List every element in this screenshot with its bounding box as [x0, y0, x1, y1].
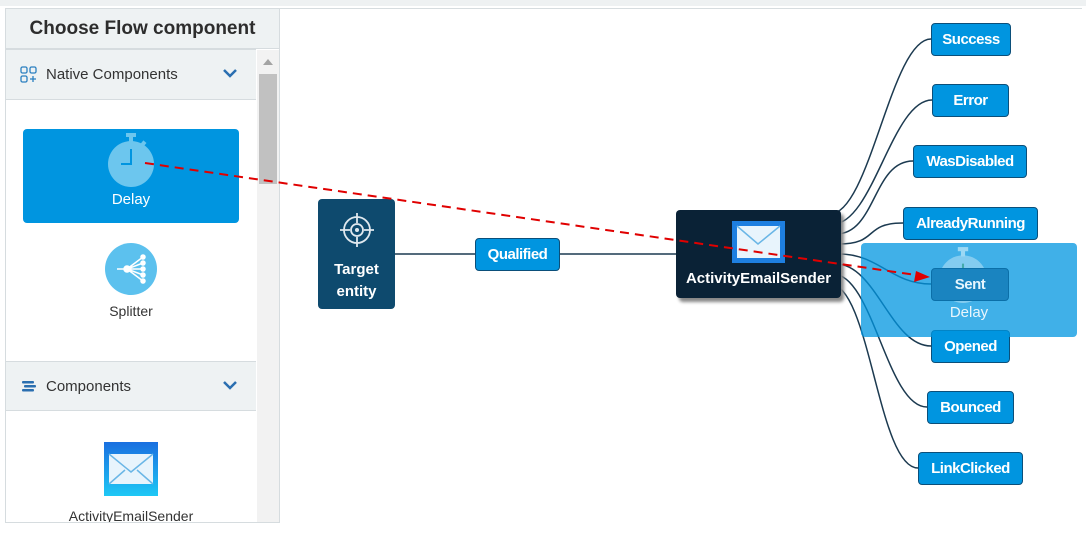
qualified-connector[interactable]: Qualified	[475, 238, 560, 271]
section-label: Native Components	[46, 66, 178, 83]
envelope-icon	[732, 221, 785, 263]
section-components[interactable]: Components	[6, 361, 256, 411]
section-label: Components	[46, 377, 132, 395]
splitter-icon	[105, 243, 157, 295]
target-entity-node[interactable]: Target entity	[318, 199, 395, 309]
sidebar-title: Choose Flow component	[6, 9, 279, 49]
outcome-alreadyrunning[interactable]: AlreadyRunning	[903, 207, 1038, 240]
stack-icon	[22, 381, 36, 392]
envelope-icon	[104, 442, 158, 496]
outcome-connector	[838, 222, 904, 245]
scroll-up-arrow-icon[interactable]	[263, 59, 273, 65]
outcome-connector	[829, 283, 919, 469]
stopwatch-icon	[108, 133, 154, 187]
node-label: Target entity	[334, 261, 379, 300]
chevron-down-icon[interactable]	[222, 66, 238, 80]
scrollbar-thumb[interactable]	[259, 74, 277, 184]
component-label: Delay	[111, 191, 151, 208]
outcome-success[interactable]: Success	[931, 23, 1011, 56]
component-activityemailsender[interactable]: ActivityEmailSender	[23, 434, 239, 523]
flow-canvas[interactable]	[280, 8, 1082, 523]
outcome-wasdisabled[interactable]: WasDisabled	[913, 145, 1027, 178]
section-native-components[interactable]: Native Components	[6, 49, 256, 100]
grid-plus-icon	[20, 65, 37, 83]
crosshair-icon	[340, 213, 374, 247]
top-border	[0, 0, 1086, 6]
outcome-connector	[832, 273, 928, 408]
outcome-sent[interactable]: Sent	[931, 268, 1009, 301]
chevron-down-icon[interactable]	[222, 378, 238, 392]
component-label: ActivityEmailSender	[68, 508, 194, 523]
component-splitter[interactable]: Splitter	[23, 237, 239, 327]
outcome-bounced[interactable]: Bounced	[927, 391, 1014, 424]
ghost-label: Delay	[949, 304, 989, 321]
outcome-error[interactable]: Error	[932, 84, 1009, 117]
node-label: ActivityEmailSender	[685, 270, 832, 287]
outcome-linkclicked[interactable]: LinkClicked	[918, 452, 1023, 485]
component-label: Splitter	[109, 303, 153, 319]
activityemailsender-node[interactable]: ActivityEmailSender	[676, 210, 841, 298]
